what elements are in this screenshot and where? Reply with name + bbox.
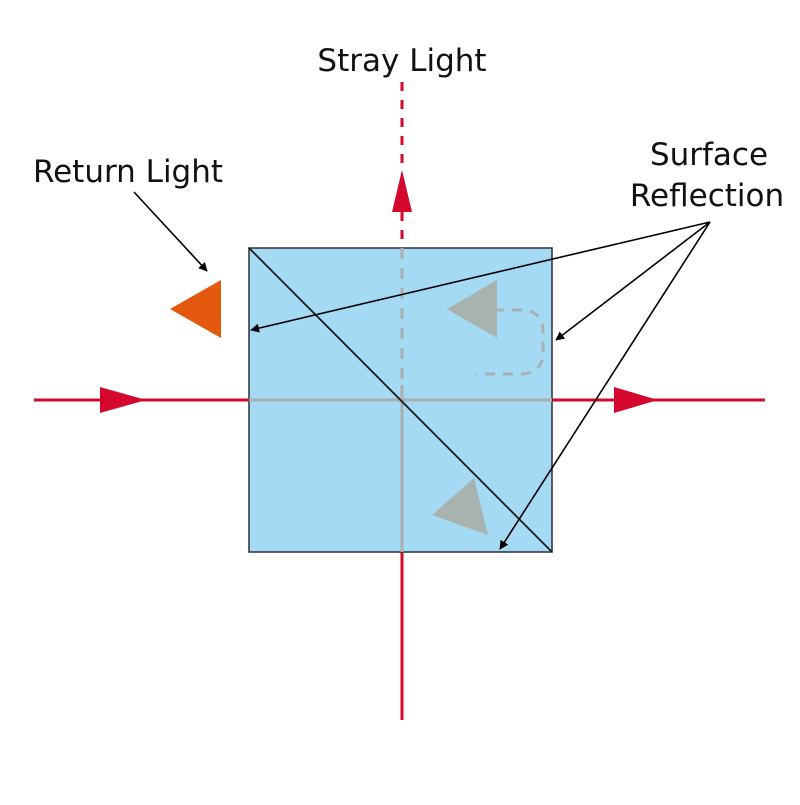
triangle-gray-icon [447, 280, 497, 338]
surface-reflection-pointer-right [555, 221, 711, 341]
surface-reflection-label-line2: Reflection [630, 178, 784, 214]
triangle-arrow-icon [100, 387, 146, 413]
triangle-arrow-icon [614, 387, 658, 413]
stray-light-label: Stray Light [317, 43, 486, 79]
triangle-gray-icon [432, 478, 488, 535]
surface-reflection-label-line1: Surface [650, 137, 768, 173]
triangle-arrow-icon [392, 170, 412, 212]
surface-reflection-pointer-bottom [499, 221, 711, 550]
return-light-pointer [133, 191, 208, 272]
triangle-left-icon [170, 280, 221, 338]
ghost-reflection-path [476, 308, 545, 376]
cube-hypotenuse [248, 247, 553, 553]
return-light-label: Return Light [33, 154, 223, 190]
surface-reflection-pointer-left [250, 221, 711, 333]
